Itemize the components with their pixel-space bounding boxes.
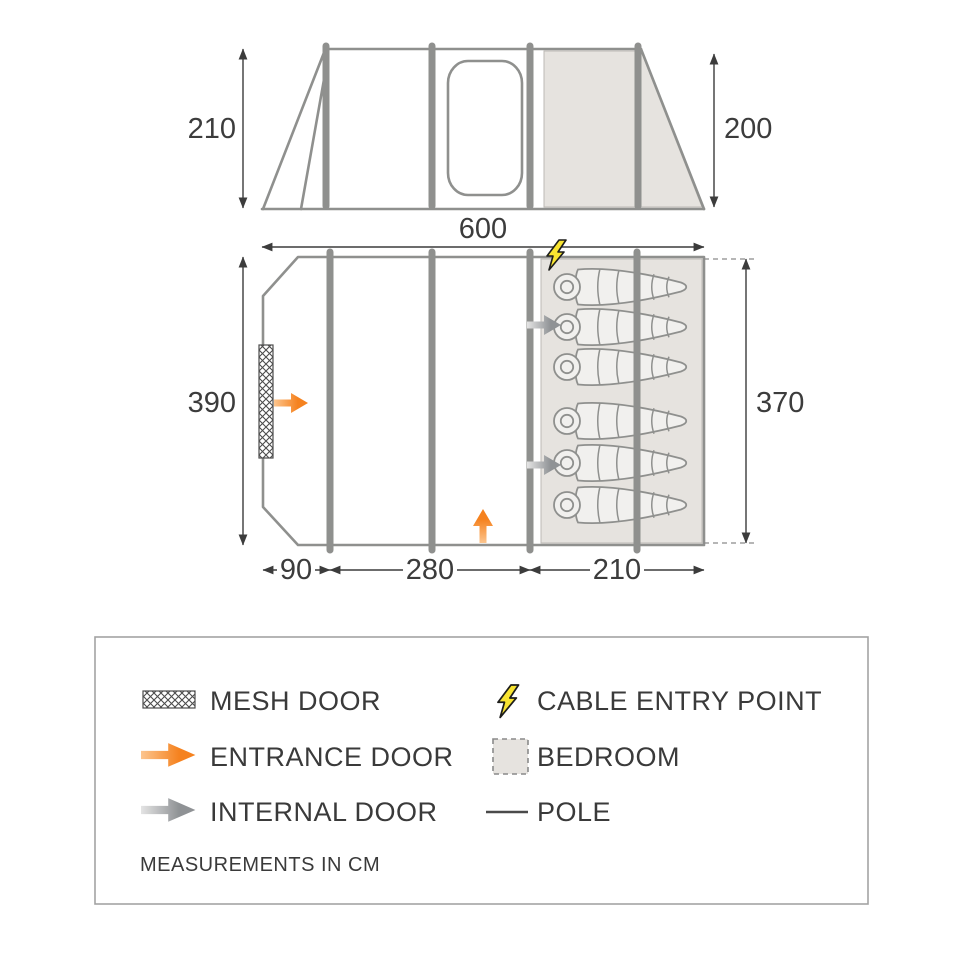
legend-item-bedroom: BEDROOM <box>492 738 680 775</box>
legend-item-pole: POLE <box>486 797 611 827</box>
tent-plan-outline <box>261 255 706 547</box>
legend-box <box>94 636 869 905</box>
entrance-door-arrow <box>473 509 493 543</box>
tent-rear-slant <box>639 47 706 211</box>
dimension-elevation-left-height: 210 <box>188 48 248 209</box>
dimension-segment-living: 280 <box>329 554 531 586</box>
legend: MESH DOOR CABLE ENTRY POINT ENTRANCE DOO… <box>94 636 869 905</box>
tent-front-slant-outer <box>261 48 327 211</box>
legend-entrance-door-label: ENTRANCE DOOR <box>210 742 454 772</box>
dim-label-bedroom-depth: 370 <box>756 387 804 419</box>
dimension-elevation-right-height: 200 <box>709 53 772 208</box>
legend-item-mesh-door: MESH DOOR <box>142 686 381 716</box>
dimension-segment-bedroom: 210 <box>529 554 705 586</box>
dimension-bedroom-depth: 370 <box>704 258 804 544</box>
dim-label-porch: 90 <box>280 554 312 586</box>
mesh-door <box>258 344 274 459</box>
legend-internal-door-label: INTERNAL DOOR <box>210 797 438 827</box>
dim-label-elevation-left: 210 <box>188 113 236 145</box>
legend-item-internal-door: INTERNAL DOOR <box>141 797 438 827</box>
dim-label-total-width: 600 <box>459 213 507 245</box>
legend-bedroom-label: BEDROOM <box>537 742 680 772</box>
dim-label-plan-left: 390 <box>188 387 236 419</box>
legend-item-cable-entry: CABLE ENTRY POINT <box>497 684 822 719</box>
elevation-view: 210 200 600 <box>188 42 772 252</box>
dimension-segment-porch: 90 <box>262 554 331 586</box>
legend-cable-entry-label: CABLE ENTRY POINT <box>537 686 822 716</box>
bedroom-icon <box>492 738 529 775</box>
legend-mesh-door-label: MESH DOOR <box>210 686 381 716</box>
bedroom-area-elevation <box>543 50 703 208</box>
dimension-plan-left-depth: 390 <box>188 256 248 546</box>
floor-plan-view: 390 370 90 280 210 <box>188 239 804 586</box>
window <box>446 59 524 197</box>
dimension-total-width: 600 <box>261 213 705 252</box>
dim-label-living: 280 <box>406 554 454 586</box>
dim-label-elevation-right: 200 <box>724 113 772 145</box>
mesh-door-icon <box>142 690 196 709</box>
legend-pole-label: POLE <box>537 797 611 827</box>
dim-label-bedroom-width: 210 <box>593 554 641 586</box>
measurements-note: MEASUREMENTS IN CM <box>140 854 380 876</box>
legend-item-entrance-door: ENTRANCE DOOR <box>141 742 454 772</box>
entrance-door-arrow <box>274 393 308 413</box>
